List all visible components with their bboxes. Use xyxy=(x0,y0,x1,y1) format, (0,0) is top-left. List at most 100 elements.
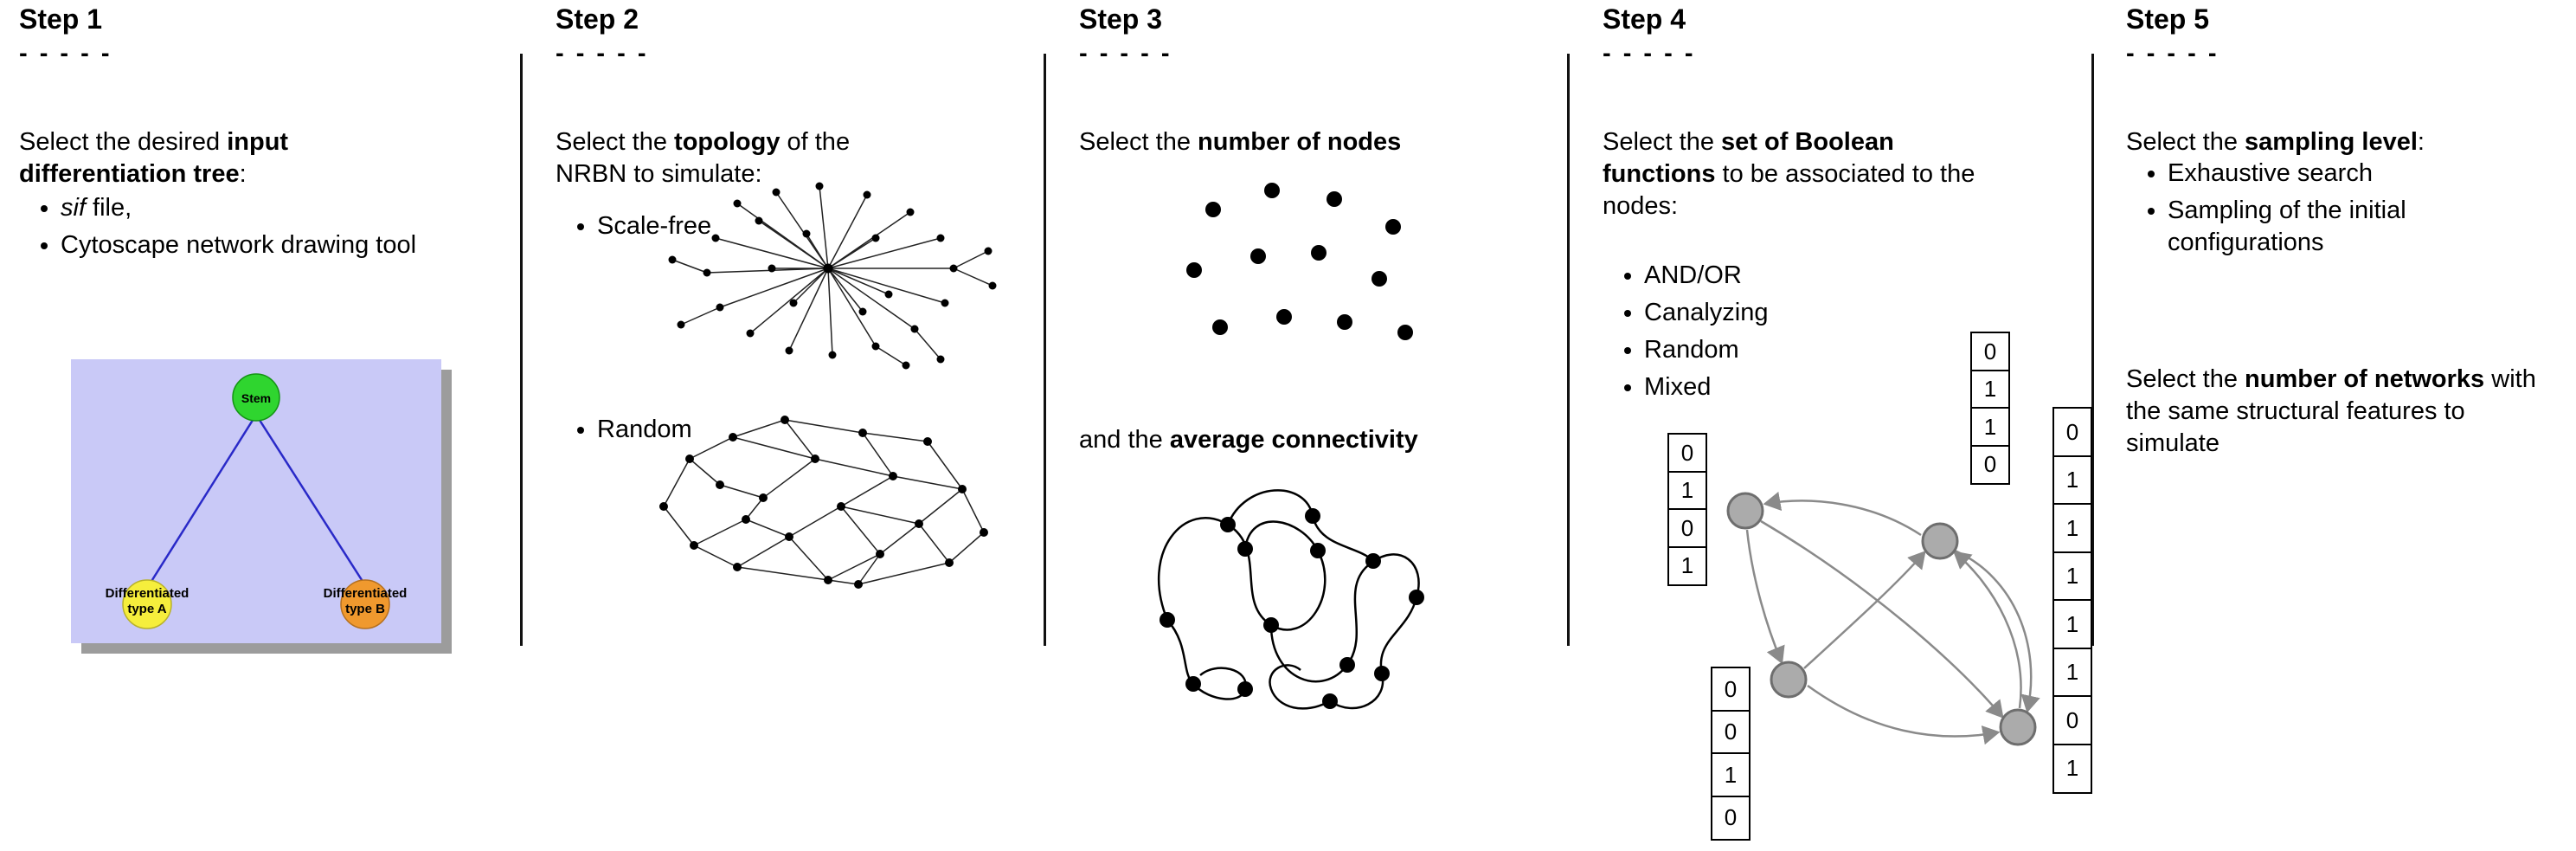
step-4-dashes: - - - - - xyxy=(1603,40,1696,68)
bullet-text: Cytoscape network drawing tool xyxy=(61,231,417,260)
nrbn-node-a xyxy=(1726,492,1764,530)
bullet-text: Mixed xyxy=(1644,373,1712,402)
intro-text: Select the xyxy=(1079,128,1198,156)
boolean-cell: 0 xyxy=(2052,695,2092,745)
list-item: Random xyxy=(1644,334,1990,366)
step-1-intro: Select the desired input differentiation… xyxy=(19,126,452,190)
type-b-label-line2: type B xyxy=(345,602,385,616)
list-item: Sampling of the initial configurations xyxy=(2168,195,2540,259)
intro-bold: input differentiation tree xyxy=(19,128,289,189)
intro-bold: average connectivity xyxy=(1169,426,1418,454)
step-4-title: Step 4 xyxy=(1603,3,1686,35)
bullet-italic: sif xyxy=(61,194,86,222)
list-item: Cytoscape network drawing tool xyxy=(61,229,433,261)
column-divider xyxy=(1567,54,1570,646)
random-network-illustration xyxy=(659,416,988,589)
step-3-line1: Select the number of nodes xyxy=(1079,126,1546,158)
bullet-text: Random xyxy=(597,416,692,443)
bullet-text: file, xyxy=(86,194,132,222)
nrbn-node-c xyxy=(1770,661,1808,699)
list-item: Exhaustive search xyxy=(2168,158,2540,190)
boolean-function-table-left: 0 1 0 1 xyxy=(1667,433,1707,586)
step-3-dashes: - - - - - xyxy=(1079,40,1172,68)
intro-text: with the same structural features to sim… xyxy=(2126,365,2536,458)
boolean-function-table-right: 0 1 1 1 1 1 0 1 xyxy=(2052,407,2092,794)
stem-label: Stem xyxy=(241,391,271,405)
boolean-cell: 1 xyxy=(2052,743,2092,794)
boolean-cell: 0 xyxy=(1667,433,1707,473)
intro-text: Select the xyxy=(1603,128,1722,156)
tree-edge-left xyxy=(149,414,258,583)
step-1-bullet-list: sif file, Cytoscape network drawing tool xyxy=(19,192,433,267)
step-3-panel: Step 3 - - - - - Select the number of no… xyxy=(1079,0,1553,851)
step-5-dashes: - - - - - xyxy=(2126,40,2219,68)
step-2-intro: Select the topology of the NRBN to simul… xyxy=(556,126,893,190)
list-item: sif file, xyxy=(61,192,433,224)
intro-text: and the xyxy=(1079,426,1170,454)
step-2-dashes: - - - - - xyxy=(556,40,649,68)
step-4-intro: Select the set of Boolean functions to b… xyxy=(1603,126,1983,222)
intro-text: to be associated to the nodes: xyxy=(1603,160,1975,221)
sampling-level-list: Exhaustive search Sampling of the initia… xyxy=(2126,158,2540,264)
step-1-panel: Step 1 - - - - - Select the desired inpu… xyxy=(19,0,491,851)
boolean-cell: 0 xyxy=(2052,407,2092,457)
step-2-title: Step 2 xyxy=(556,3,639,35)
tree-edge-right xyxy=(254,414,365,583)
stem-node xyxy=(232,373,280,422)
boolean-cell: 1 xyxy=(1667,470,1707,511)
step-1-dashes: - - - - - xyxy=(19,40,112,68)
list-item: Canalyzing xyxy=(1644,297,1990,329)
nrbn-graph-illustration xyxy=(1726,491,2040,746)
step-4-panel: Step 4 - - - - - Select the set of Boole… xyxy=(1603,0,2092,851)
boolean-cell: 1 xyxy=(1970,369,2010,409)
connectivity-tangle-illustration xyxy=(1157,489,1424,710)
bullet-text: Canalyzing xyxy=(1644,299,1769,327)
scale-free-network-illustration xyxy=(668,182,997,370)
scale-free-bullet: Scale-free xyxy=(556,210,822,248)
intro-bold: number of networks xyxy=(2245,365,2485,393)
random-bullet: Random xyxy=(556,414,822,451)
list-item: Random xyxy=(597,414,822,446)
boolean-cell: 1 xyxy=(2052,647,2092,698)
bullet-text: Scale-free xyxy=(597,212,712,240)
step-5-intro: Select the sampling level: xyxy=(2126,126,2559,158)
step-1-title: Step 1 xyxy=(19,3,103,35)
boolean-function-list: AND/OR Canalyzing Random Mixed xyxy=(1603,260,1990,409)
boolean-cell: 1 xyxy=(2052,503,2092,553)
boolean-function-table-top: 0 1 1 0 xyxy=(1970,332,2010,485)
intro-text: : xyxy=(239,160,247,189)
intro-text: of the NRBN to simulate: xyxy=(556,128,851,189)
column-divider xyxy=(1044,54,1046,646)
type-b-label-line1: Differentiated xyxy=(324,586,408,601)
boolean-cell: 1 xyxy=(1667,545,1707,586)
step-5-paragraph-2: Select the number of networks with the s… xyxy=(2126,364,2541,460)
nodes-dots-illustration xyxy=(1186,183,1413,340)
boolean-cell: 0 xyxy=(1711,709,1751,755)
list-item: AND/OR xyxy=(1644,260,1990,292)
type-a-node xyxy=(122,579,172,629)
bullet-text: Exhaustive search xyxy=(2168,159,2373,187)
boolean-cell: 0 xyxy=(1970,444,2010,485)
list-item: Mixed xyxy=(1644,371,1990,403)
bullet-text: AND/OR xyxy=(1644,261,1742,289)
boolean-cell: 1 xyxy=(1970,407,2010,447)
type-a-label-line2: type A xyxy=(127,602,166,616)
nrbn-diagram: 0 1 0 1 0 1 1 0 0 0 1 0 0 1 1 1 xyxy=(1650,325,2156,848)
step-2-panel: Step 2 - - - - - Select the topology of … xyxy=(556,0,1030,851)
column-divider xyxy=(520,54,523,646)
type-b-node xyxy=(340,579,390,629)
boolean-cell: 1 xyxy=(2052,551,2092,602)
boolean-cell: 1 xyxy=(2052,599,2092,649)
step-3-title: Step 3 xyxy=(1079,3,1163,35)
boolean-function-table-bottom: 0 0 1 0 xyxy=(1711,667,1751,841)
intro-bold: set of Boolean functions xyxy=(1603,128,1894,189)
list-item: Scale-free xyxy=(597,210,822,242)
nrbn-node-b xyxy=(1921,522,1959,560)
boolean-cell: 0 xyxy=(1970,332,2010,371)
intro-text: : xyxy=(2417,128,2425,156)
differentiation-tree-illustration: Stem Differentiated type A Differentiate… xyxy=(71,359,452,654)
type-a-label-line1: Differentiated xyxy=(106,586,190,601)
nrbn-node-d xyxy=(1999,708,2037,746)
step-5-title: Step 5 xyxy=(2126,3,2210,35)
